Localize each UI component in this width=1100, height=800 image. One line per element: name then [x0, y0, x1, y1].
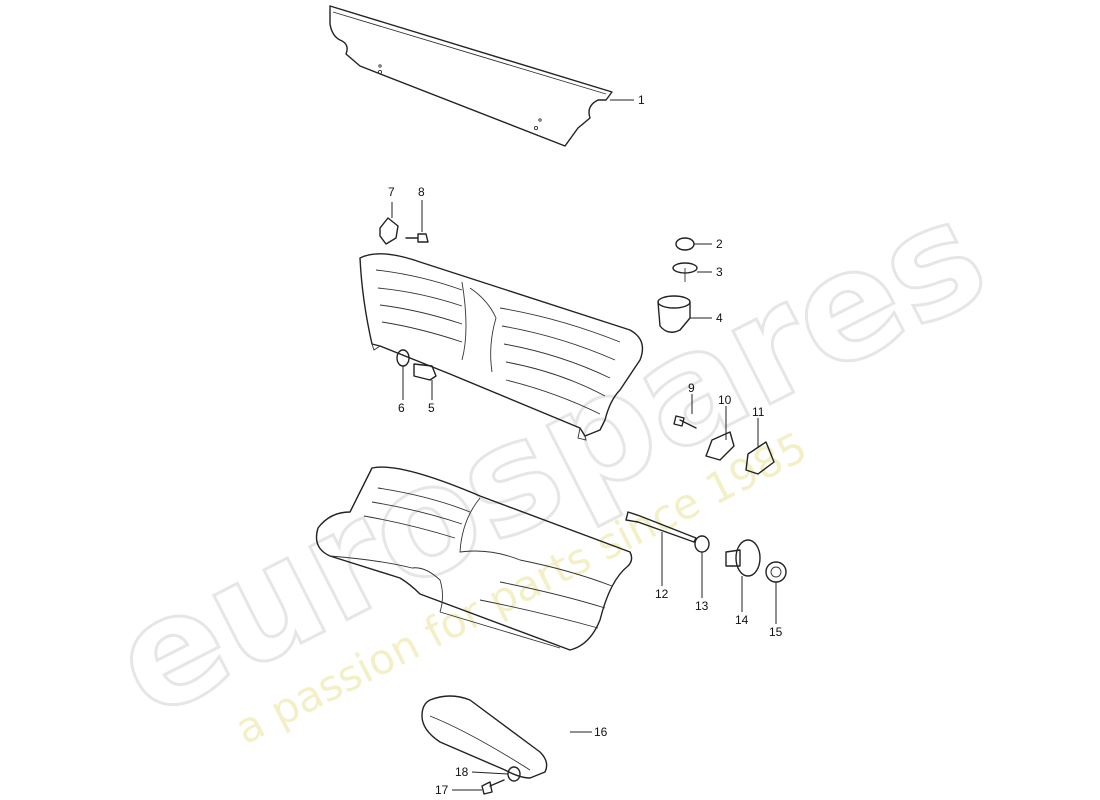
- panel-part-1: [329, 5, 613, 147]
- part-label-16: 16: [594, 725, 608, 739]
- bracket-part-11: [745, 441, 775, 475]
- cap-part-2: [675, 237, 695, 251]
- part-label-12: 12: [655, 587, 669, 601]
- part-label-10: 10: [718, 393, 732, 407]
- cover-part-16: [421, 695, 548, 779]
- part-label-9: 9: [688, 381, 695, 395]
- seat-backrest: [359, 253, 644, 441]
- screw-part-8: [405, 233, 429, 243]
- bushing-part-14: [735, 539, 761, 577]
- part-label-1: 1: [638, 93, 645, 107]
- screw-part-17: [481, 779, 505, 795]
- part-label-15: 15: [769, 625, 783, 639]
- nut-part-13: [694, 535, 710, 553]
- leader-lines: [391, 99, 777, 791]
- part-label-5: 5: [428, 401, 435, 415]
- bolt-part-5: [413, 363, 437, 381]
- part-label-18: 18: [455, 765, 469, 779]
- ring-part-15: [765, 561, 787, 583]
- bolt-part-12: [625, 511, 697, 543]
- bracket-part-7: [379, 217, 399, 245]
- part-labels: 1 2 3 4 5 6 7 8 9 10 11 12 13 14 15 16 1…: [388, 93, 783, 797]
- part-label-17: 17: [435, 783, 449, 797]
- seat-cushion: [315, 466, 633, 651]
- bracket-part-10: [705, 431, 735, 461]
- part-label-4: 4: [716, 311, 723, 325]
- watermark: eurospares a passion for parts since 198…: [86, 165, 1013, 754]
- part-label-2: 2: [716, 237, 723, 251]
- part-label-6: 6: [398, 401, 405, 415]
- part-label-3: 3: [716, 265, 723, 279]
- part-label-7: 7: [388, 185, 395, 199]
- part-label-11: 11: [752, 405, 765, 419]
- watermark-brand: eurospares: [87, 166, 1011, 752]
- part-label-13: 13: [695, 599, 709, 613]
- screw-part-9: [673, 415, 697, 429]
- part-label-8: 8: [418, 185, 425, 199]
- part-label-14: 14: [735, 613, 749, 627]
- washer-part-6: [396, 349, 410, 367]
